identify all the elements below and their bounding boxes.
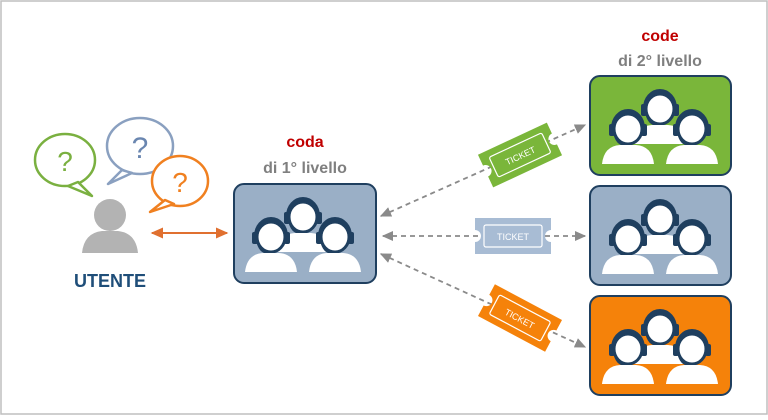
level2-subtitle: di 2° livello — [618, 53, 702, 70]
level2-title: code — [641, 28, 678, 45]
level1-queue-box — [233, 183, 377, 284]
question-bubble-icon: ? — [33, 132, 97, 198]
question-mark: ? — [57, 146, 73, 177]
level2-queue-box-orange — [589, 295, 732, 396]
ticket-icon: TICKET — [477, 122, 563, 188]
level2-queue-box-green — [589, 75, 732, 176]
ticket-label: TICKET — [497, 232, 530, 242]
user-icon — [82, 199, 138, 253]
question-bubble-icon: ? — [148, 154, 210, 214]
question-mark: ? — [132, 132, 149, 165]
level1-title: coda — [286, 134, 323, 151]
level1-subtitle: di 1° livello — [263, 160, 347, 177]
arrow-to-level2-green — [379, 124, 587, 217]
ticket-icon: TICKET — [475, 218, 551, 254]
user-label: UTENTE — [74, 271, 146, 291]
ticket-icon: TICKET — [477, 284, 563, 352]
question-mark: ? — [172, 167, 188, 198]
question-bubble-icon: ? — [105, 116, 175, 186]
level2-queue-box-blue — [589, 185, 732, 286]
arrow-to-level2-orange — [379, 253, 587, 348]
